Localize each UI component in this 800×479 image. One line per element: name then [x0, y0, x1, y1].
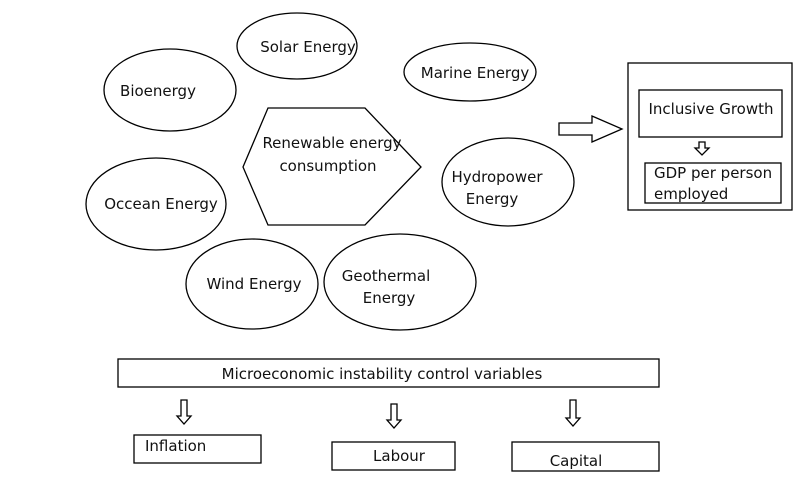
- bioenergy-ellipse: [103, 48, 237, 132]
- geothermal-label-line2: Energy: [363, 289, 416, 307]
- hydropower-label-line2: Energy: [466, 190, 519, 208]
- inclusive-growth-label: Inclusive Growth: [648, 100, 773, 118]
- hydropower-energy-ellipse: [441, 137, 575, 227]
- outcome-arrow: [558, 115, 624, 143]
- ocean-energy-node: Occean Energy: [85, 157, 227, 251]
- hub-hexagon: [242, 107, 422, 226]
- inflation-label: Inflation: [145, 437, 206, 455]
- hub-label-line1: Renewable energy: [262, 134, 401, 152]
- control-variables-section: Microeconomic instability control variab…: [117, 358, 660, 472]
- control-variables-box: [117, 358, 660, 388]
- geothermal-energy-ellipse: [323, 233, 477, 331]
- measure-arrow: [693, 141, 711, 156]
- ocean-energy-ellipse: [85, 157, 227, 251]
- inclusive-growth-box: [638, 89, 783, 138]
- hub-label-line2: consumption: [279, 157, 376, 175]
- inflation-arrow: [175, 399, 193, 425]
- capital-label: Capital: [550, 452, 603, 470]
- bioenergy-node: Bioenergy: [103, 48, 237, 132]
- control-variables-label: Microeconomic instability control variab…: [222, 365, 543, 383]
- hydropower-label-line1: Hydropower: [451, 168, 543, 186]
- geothermal-label-line1: Geothermal: [342, 267, 431, 285]
- solar-energy-node: Solar Energy: [236, 12, 358, 80]
- renewable-energy-hub: Renewable energy consumption: [242, 107, 422, 226]
- marine-energy-ellipse: [403, 42, 537, 102]
- solar-energy-label: Solar Energy: [260, 38, 356, 56]
- gdp-measure-line1: GDP per person: [654, 164, 772, 182]
- capital-box: [511, 441, 660, 472]
- gdp-measure-line2: employed: [654, 185, 728, 203]
- geothermal-energy-node: Geothermal Energy: [323, 233, 477, 331]
- marine-energy-node: Marine Energy: [403, 42, 537, 102]
- capital-arrow: [564, 399, 582, 427]
- gdp-measure-box: [644, 162, 782, 204]
- labour-label: Labour: [373, 447, 426, 465]
- wind-energy-label: Wind Energy: [207, 275, 302, 293]
- inclusive-growth-panel: Inclusive Growth GDP per person employed: [627, 62, 793, 211]
- labour-arrow: [385, 403, 403, 429]
- bioenergy-label: Bioenergy: [120, 82, 196, 100]
- inflation-box: [133, 434, 262, 464]
- solar-energy-ellipse: [236, 12, 358, 80]
- hydropower-energy-node: Hydropower Energy: [441, 137, 575, 227]
- labour-box: [331, 441, 456, 471]
- ocean-energy-label: Occean Energy: [104, 195, 218, 213]
- marine-energy-label: Marine Energy: [421, 64, 530, 82]
- wind-energy-node: Wind Energy: [185, 238, 319, 330]
- wind-energy-ellipse: [185, 238, 319, 330]
